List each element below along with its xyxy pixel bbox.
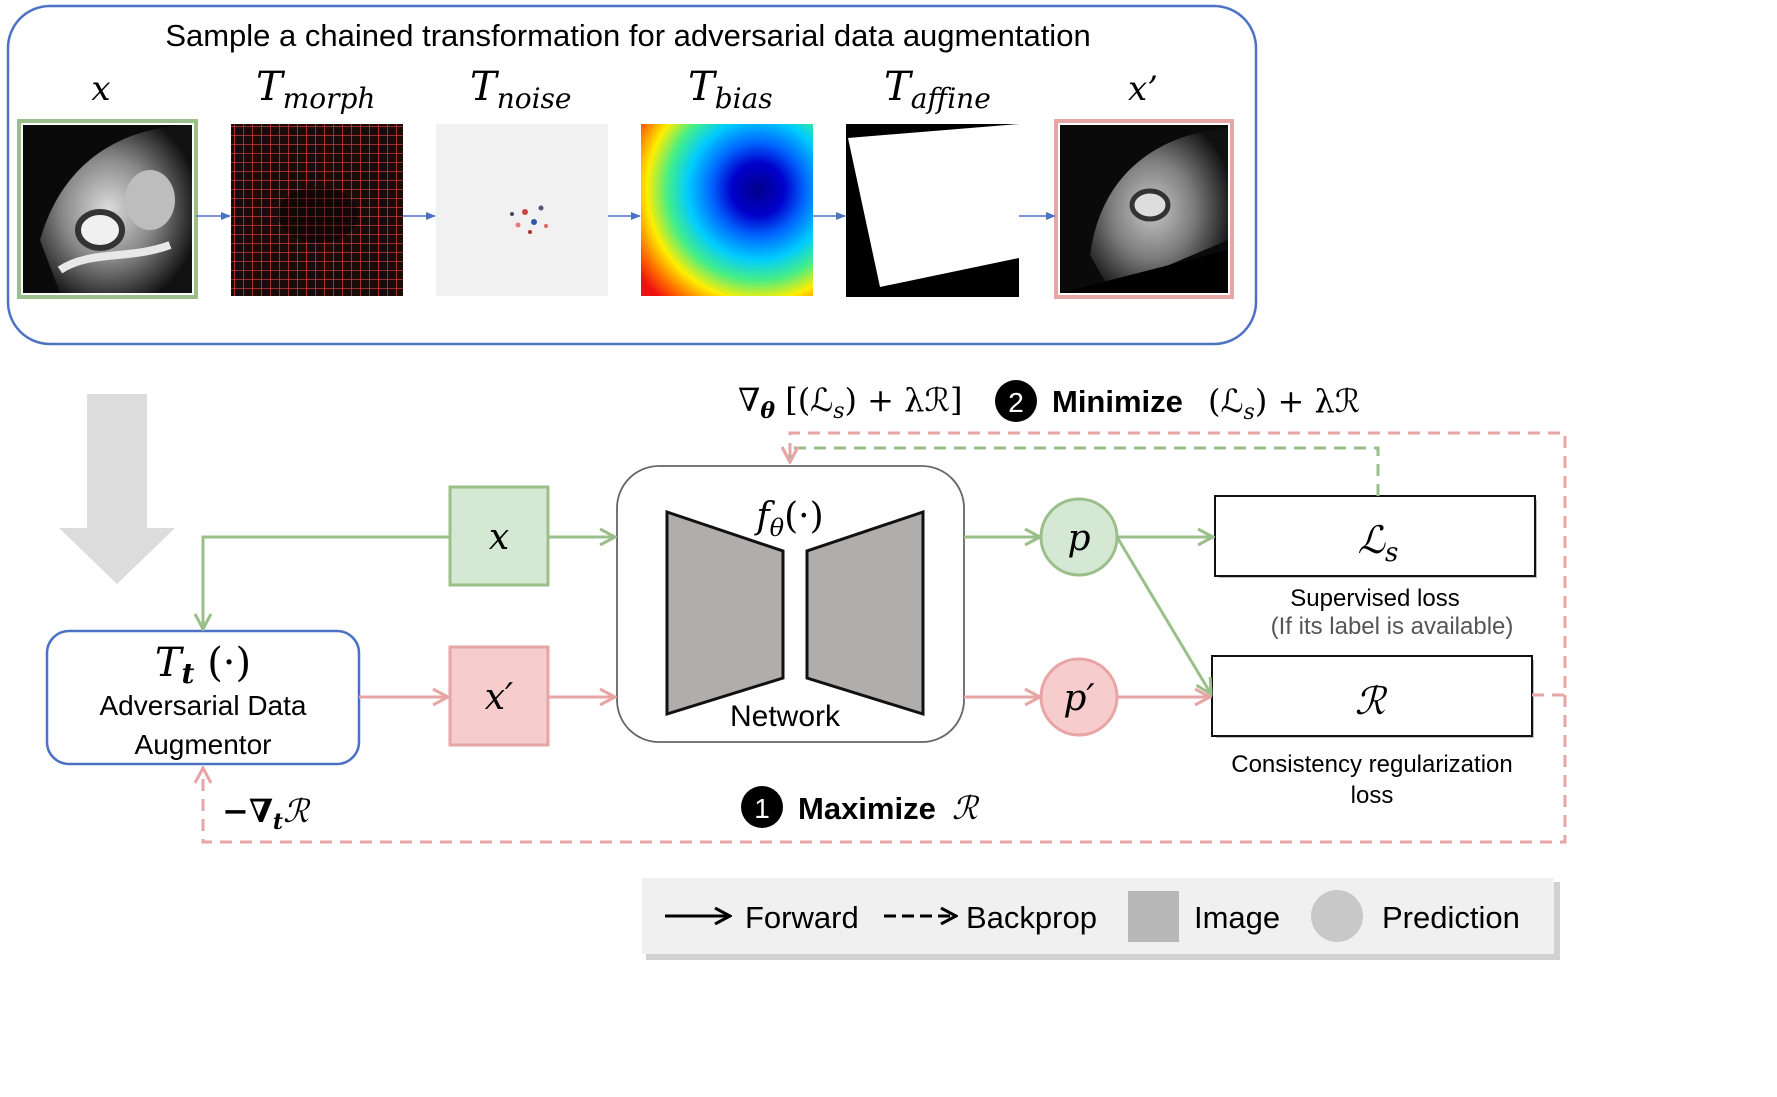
legend-backprop-label: Backprop [966, 900, 1097, 935]
image-node-x: x [448, 485, 550, 587]
minimize-step-number: 2 [1008, 387, 1024, 418]
maximize-word: Maximize [798, 791, 936, 826]
prediction-node-p-prime-label: p′ [1063, 678, 1094, 719]
minimize-expression: (ℒs) + λℛ [1208, 382, 1360, 425]
top-panel: Sample a chained transformation for adve… [6, 4, 1258, 346]
input-image-thumbnail [17, 119, 198, 299]
minimize-word: Minimize [1052, 384, 1183, 419]
step-label-x-prime: x’ [1128, 69, 1158, 109]
supervised-loss-block: ℒs Supervised loss (If its label is avai… [1214, 495, 1537, 640]
step-label-morph: Tmorph [256, 64, 375, 115]
prediction-node-p-label: p [1067, 518, 1090, 559]
affine-mask-thumbnail [846, 124, 1019, 297]
arrow-p-to-consistency [1115, 536, 1211, 694]
network-function: fθ(·) [753, 496, 823, 542]
legend-image-swatch [1128, 891, 1179, 942]
maximize-step-number: 1 [754, 793, 770, 824]
maximize-step-badge: 1 [741, 786, 783, 828]
network-label: Network [730, 700, 841, 733]
augmentor-label-line1: Adversarial Data [100, 690, 307, 721]
morph-field-thumbnail [231, 124, 403, 296]
augmentor-label-line2: Augmentor [135, 729, 272, 760]
bias-field-thumbnail [641, 124, 813, 296]
noise-field-thumbnail [436, 124, 608, 296]
encoder-shape [665, 509, 785, 717]
consistency-loss-symbol: ℛ [1355, 679, 1388, 723]
legend-forward-label: Forward [745, 900, 859, 935]
down-arrow-shape [59, 394, 175, 584]
augmentor-symbol: Tt (·) [155, 640, 251, 690]
prediction-node-p: p [1039, 497, 1119, 577]
minimize-step-badge: 2 [995, 380, 1037, 422]
minimize-gradient-label: ∇θ [(ℒs) + λℛ] [738, 381, 962, 424]
prediction-node-p-prime: p′ [1039, 657, 1119, 737]
consistency-loss-label1: Consistency regularization [1231, 751, 1512, 778]
decoder-shape [805, 509, 925, 717]
forward-arrows [203, 537, 1213, 697]
legend: Forward Backprop Image Prediction [642, 878, 1560, 960]
adversarial-gradient-label: −∇tℛ [222, 792, 311, 835]
network-block: fθ(·) Network [616, 465, 965, 743]
augmentor-block: Tt (·) Adversarial Data Augmentor [45, 629, 361, 766]
supervised-loss-note: (If its label is available) [1271, 613, 1514, 640]
step-label-bias: Tbias [688, 64, 773, 115]
image-node-x-prime-label: x′ [485, 677, 513, 718]
legend-prediction-label: Prediction [1382, 900, 1520, 935]
backprop-arrows [203, 431, 1567, 844]
legend-image-label: Image [1194, 900, 1280, 935]
backprop-consistency-to-augmentor [203, 695, 1567, 844]
step-label-noise: Tnoise [470, 64, 571, 115]
legend-prediction-swatch [1311, 890, 1363, 942]
augmented-image-thumbnail [1054, 119, 1234, 299]
arrow-x-to-augmentor [203, 535, 450, 629]
backprop-consistency-to-network [790, 431, 1567, 697]
consistency-loss-label2: loss [1351, 782, 1394, 809]
supervised-loss-label: Supervised loss [1290, 585, 1459, 612]
consistency-loss-block: ℛ Consistency regularization loss [1211, 655, 1534, 809]
top-panel-title: Sample a chained transformation for adve… [165, 18, 1090, 53]
step-label-affine: Taffine [884, 64, 991, 115]
maximize-expression: ℛ [952, 789, 980, 827]
image-node-x-label: x [489, 517, 509, 558]
step-label-x: x [91, 69, 110, 109]
supervised-loss-symbol: ℒs [1358, 518, 1399, 568]
image-node-x-prime: x′ [448, 645, 550, 747]
